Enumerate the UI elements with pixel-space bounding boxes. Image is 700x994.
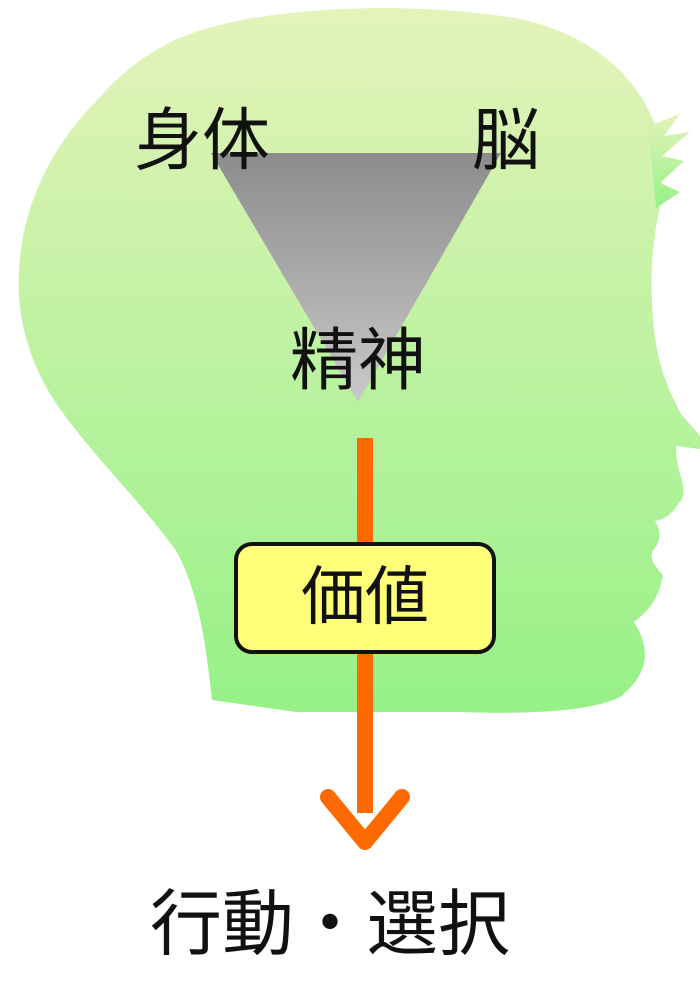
spirit-label: 精神 xyxy=(290,322,427,401)
value-box: 価値 xyxy=(234,542,496,654)
inverted-triangle xyxy=(211,153,501,402)
body-label: 身体 xyxy=(134,102,271,181)
head-hair-wisp xyxy=(648,114,690,208)
arrow-head xyxy=(320,789,410,850)
brain-label: 脳 xyxy=(472,102,541,181)
value-label: 価値 xyxy=(301,561,429,635)
action-choice-label: 行動・選択 xyxy=(150,882,511,966)
